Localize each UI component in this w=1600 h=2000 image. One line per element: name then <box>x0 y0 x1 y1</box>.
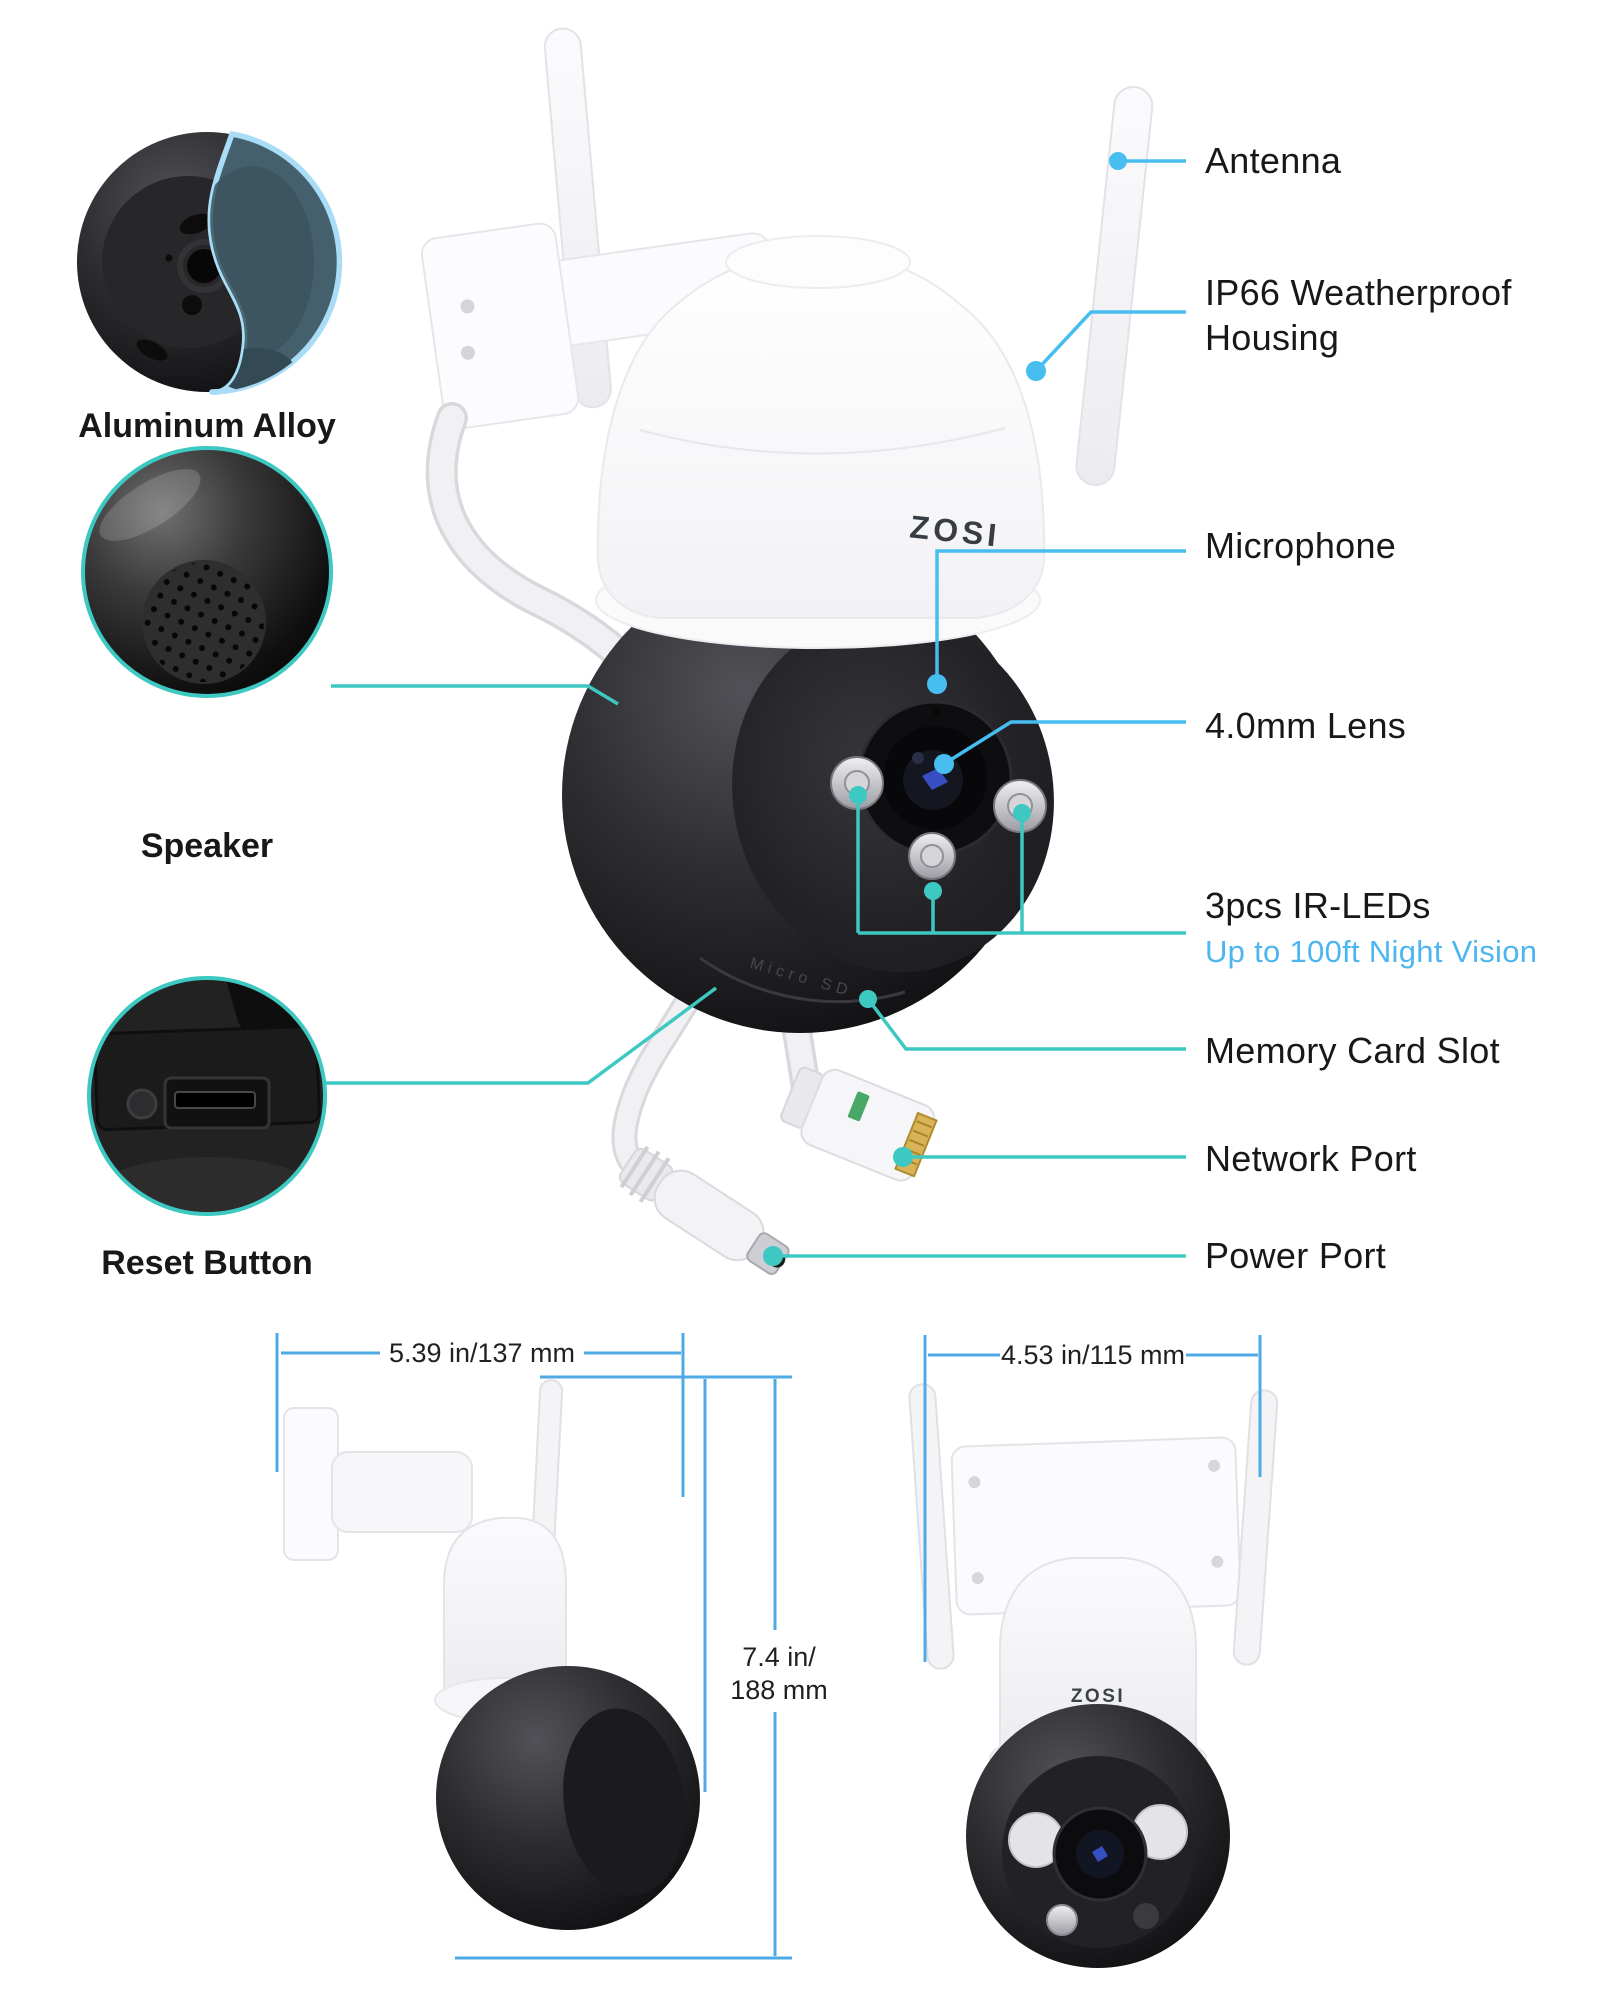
leader-memory-card <box>859 990 1186 1051</box>
leader-microphone <box>927 549 1186 694</box>
callout-label-ir-leds: 3pcs IR-LEDs Up to 100ft Night Vision <box>1205 883 1537 971</box>
callout-label-microphone: Microphone <box>1205 525 1397 566</box>
callout-label-network-port: Network Port <box>1205 1138 1417 1179</box>
leader-lines <box>325 152 1186 1266</box>
leader-reset <box>325 986 718 1085</box>
antenna-right <box>1075 85 1154 486</box>
side-view-illustration <box>283 1379 700 1930</box>
inset-aluminum-photo <box>77 131 343 395</box>
dimension-side-width: 5.39 in/137 mm <box>388 1338 576 1368</box>
dimension-height-line1: 7.4 in/ <box>742 1642 816 1672</box>
inset-label-aluminum-alloy: Aluminum Alloy <box>78 407 336 445</box>
leader-antenna <box>1109 152 1186 170</box>
dim-front-width-lines <box>923 1335 1262 1662</box>
network-connector <box>780 1066 938 1182</box>
housing-label-line1: IP66 Weatherproof <box>1205 272 1512 313</box>
ir-leds-label: 3pcs IR-LEDs <box>1205 885 1431 926</box>
leader-lens <box>934 720 1186 774</box>
leader-housing <box>1026 310 1186 381</box>
callout-label-lens: 4.0mm Lens <box>1205 705 1407 746</box>
inset-label-reset-button: Reset Button <box>101 1244 313 1282</box>
dim-height-lines <box>455 1375 792 1960</box>
callout-label-power-port: Power Port <box>1205 1235 1387 1276</box>
dimension-height: 7.4 in/ 188 mm <box>700 1641 858 1707</box>
microphone-hole <box>933 708 941 716</box>
housing-label-line2: Housing <box>1205 317 1340 358</box>
leader-power-port <box>763 1246 1186 1266</box>
leader-speaker <box>331 684 619 706</box>
callout-label-housing: IP66 Weatherproof Housing <box>1205 270 1512 360</box>
dome-housing <box>596 249 1046 619</box>
leader-network-port <box>893 1147 1186 1167</box>
reset-button-detail <box>126 1088 158 1120</box>
front-view-logo: ZOSI <box>1071 1686 1125 1707</box>
front-view-illustration: ZOSI <box>908 1383 1279 1968</box>
night-vision-sublabel: Up to 100ft Night Vision <box>1205 934 1538 969</box>
ir-led-bottom <box>908 832 956 880</box>
leader-ir-leds <box>849 786 1186 935</box>
dimension-lines <box>275 1333 1262 1960</box>
dim-side-width-lines <box>275 1333 685 1497</box>
callout-label-memory-card: Memory Card Slot <box>1205 1030 1500 1071</box>
inset-speaker-photo <box>81 446 333 698</box>
dimension-height-line2: 188 mm <box>730 1675 828 1705</box>
dimension-front-width: 4.53 in/115 mm <box>1000 1340 1186 1370</box>
callout-label-antenna: Antenna <box>1205 140 1342 181</box>
main-camera-illustration: Micro SD ZOSI <box>420 27 1154 1275</box>
inset-label-speaker: Speaker <box>140 827 274 865</box>
inset-reset-photo <box>87 976 327 1216</box>
